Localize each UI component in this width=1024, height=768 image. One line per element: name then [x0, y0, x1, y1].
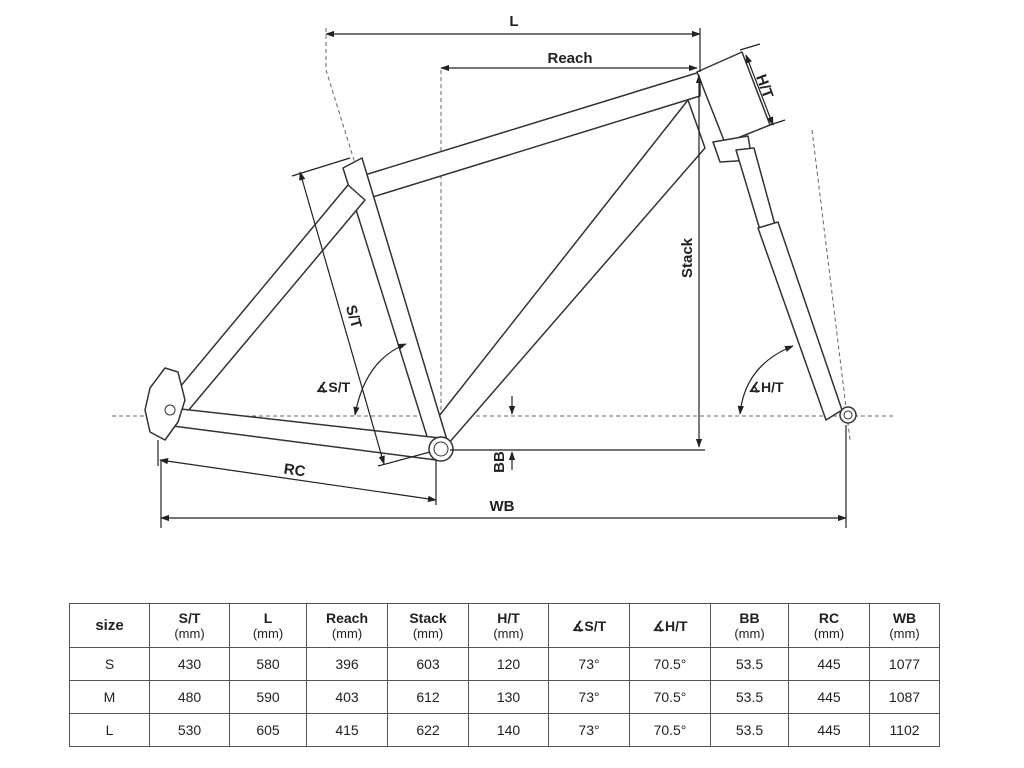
table-cell: 590 — [229, 680, 307, 714]
table-cell: 430 — [149, 647, 230, 681]
header-size: size — [69, 603, 150, 648]
table-cell: 73° — [548, 713, 630, 747]
table-cell: 445 — [788, 680, 870, 714]
table-cell: 396 — [306, 647, 388, 681]
label-st: S/T — [342, 303, 365, 330]
label-bb: BB — [491, 451, 508, 473]
header-st: S/T(mm) — [149, 603, 230, 648]
table-cell: 130 — [468, 680, 549, 714]
front-axle — [839, 406, 857, 424]
label-rc: RC — [283, 461, 307, 481]
table-cell: 603 — [387, 647, 469, 681]
frame-geometry-diagram: L Reach H/T Stack S/T ∡S/T ∡H/T BB RC WB — [112, 13, 895, 528]
header-ht: H/T(mm) — [468, 603, 549, 648]
label-st-angle: ∡S/T — [316, 379, 351, 395]
table-cell: 73° — [548, 680, 630, 714]
table-body: S 430 580 396 603 120 73° 70.5° 53.5 445… — [69, 647, 940, 747]
label-l: L — [509, 13, 518, 30]
table-cell: 53.5 — [710, 647, 789, 681]
table-cell: 1102 — [869, 713, 940, 747]
header-rc: RC(mm) — [788, 603, 870, 648]
label-reach: Reach — [547, 50, 592, 67]
head-tube — [696, 51, 771, 144]
table-cell: 605 — [229, 713, 307, 747]
table-cell: 70.5° — [629, 713, 711, 747]
table-cell: 120 — [468, 647, 549, 681]
table-header: size S/T(mm) L(mm) Reach(mm) Stack(mm) H… — [69, 603, 940, 648]
bike-frame — [144, 51, 857, 462]
table-cell: 415 — [306, 713, 388, 747]
table-cell: 480 — [149, 680, 230, 714]
fork-upper — [735, 147, 776, 231]
header-row: size S/T(mm) L(mm) Reach(mm) Stack(mm) H… — [69, 603, 940, 648]
dimension-lines — [157, 28, 847, 528]
table-cell: 53.5 — [710, 713, 789, 747]
geometry-table: size S/T(mm) L(mm) Reach(mm) Stack(mm) H… — [69, 603, 940, 747]
header-reach: Reach(mm) — [306, 603, 388, 648]
table-cell: 530 — [149, 713, 230, 747]
header-st-angle: ∡S/T — [548, 603, 630, 648]
label-stack: Stack — [679, 237, 696, 278]
table-cell: 73° — [548, 647, 630, 681]
table-row: L 530 605 415 622 140 73° 70.5° 53.5 445… — [69, 713, 940, 747]
table-cell: L — [69, 713, 150, 747]
table-cell: 1077 — [869, 647, 940, 681]
table-cell: 70.5° — [629, 647, 711, 681]
header-l: L(mm) — [229, 603, 307, 648]
table-cell: 403 — [306, 680, 388, 714]
header-stack: Stack(mm) — [387, 603, 469, 648]
label-ht-angle: ∡H/T — [748, 379, 784, 395]
table-cell: 580 — [229, 647, 307, 681]
header-ht-angle: ∡H/T — [629, 603, 711, 648]
table-cell: 612 — [387, 680, 469, 714]
bottom-bracket — [428, 436, 454, 462]
label-wb: WB — [490, 498, 515, 515]
table-cell: 53.5 — [710, 680, 789, 714]
table-row: M 480 590 403 612 130 73° 70.5° 53.5 445… — [69, 680, 940, 714]
table-row: S 430 580 396 603 120 73° 70.5° 53.5 445… — [69, 647, 940, 681]
table-cell: 70.5° — [629, 680, 711, 714]
table-cell: 140 — [468, 713, 549, 747]
rear-dropout — [144, 367, 186, 441]
table-cell: 622 — [387, 713, 469, 747]
header-wb: WB(mm) — [869, 603, 940, 648]
table-cell: 445 — [788, 647, 870, 681]
table-cell: 445 — [788, 713, 870, 747]
table-cell: S — [69, 647, 150, 681]
table-cell: 1087 — [869, 680, 940, 714]
table-cell: M — [69, 680, 150, 714]
header-bb: BB(mm) — [710, 603, 789, 648]
